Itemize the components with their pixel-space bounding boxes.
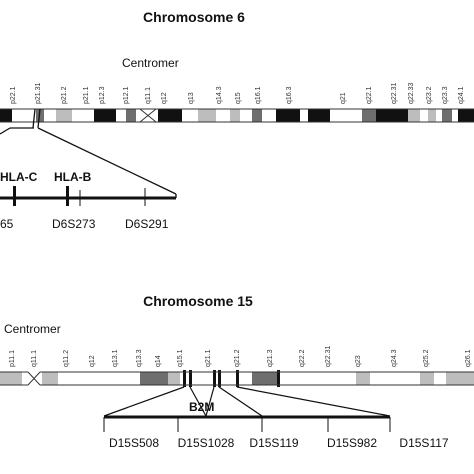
- chr15-segment: [103, 415, 391, 432]
- chr6-band-label: q15: [235, 92, 242, 104]
- chr6-band-label: p21.1: [83, 86, 90, 104]
- chr6-band-label: p12.1: [123, 86, 130, 104]
- chr6-band-label: q22.33: [408, 82, 415, 104]
- chr15-marker-label: D15S1028: [178, 436, 235, 450]
- chr15-zoom-lines: [103, 386, 391, 417]
- chr6-band-label: q14.3: [216, 86, 223, 104]
- chr6-band-label: p21.31: [35, 82, 42, 104]
- chr15-band-label: q21.2: [234, 349, 241, 367]
- chr6-marker-label: D6S273: [52, 217, 96, 231]
- chr6-band-label: q22.1: [366, 86, 373, 104]
- chr6-title: Chromosome 6: [143, 9, 245, 25]
- chr6-band-label: q23.3: [442, 86, 449, 104]
- chr6-marker-label: D6S291: [125, 217, 169, 231]
- chr15-band-label: q22.31: [325, 345, 332, 367]
- chr15-band-label: q26.1: [465, 349, 472, 367]
- chr6-gene-label-hla-b: HLA-B: [54, 170, 92, 184]
- chr15-band-label: q21.1: [205, 349, 212, 367]
- chr6-band-label: q23.2: [426, 86, 433, 104]
- chr15-band-label: p11.1: [9, 350, 16, 367]
- chr15-gene-label-b2m: B2M: [189, 400, 214, 414]
- chr6-band-label: q11.1: [145, 87, 152, 104]
- chr6-band-label: p21.2: [61, 86, 68, 104]
- chr6-band-label: q16.3: [286, 86, 293, 104]
- chr15-marker-label: D15S117: [399, 436, 448, 450]
- chr15-marker-label: D15S508: [109, 436, 159, 450]
- chr15-band-label: q14: [155, 355, 162, 367]
- chr15-band-label: q22.2: [299, 349, 306, 367]
- chr6-gene-tick: [13, 186, 16, 206]
- chr6-band-labels: p22.1 p21.31 p21.2 p21.1 p12.3 p12.1 q11…: [10, 82, 465, 104]
- chr15-marker-label: D15S982: [327, 436, 377, 450]
- chr6-gene-label-hla-c: HLA-C: [0, 170, 38, 184]
- chr15-title: Chromosome 15: [143, 293, 253, 309]
- chr15-band-label: q25.2: [423, 349, 430, 367]
- chr15-centromere-label: Centromer: [4, 322, 61, 336]
- chr6-centromere-label: Centromer: [122, 56, 179, 70]
- chr15-band-label: q15.1: [177, 349, 184, 367]
- chr15-band-label: q11.1: [31, 350, 38, 367]
- chr6-ideogram: [0, 108, 474, 123]
- chr6-band-label: q12: [161, 92, 168, 104]
- chr6-band-label: q21: [340, 92, 347, 104]
- chr6-band-label: q16.1: [255, 86, 262, 104]
- chr6-zoom-lines: [0, 108, 177, 198]
- chr6-band-label: q13: [188, 92, 195, 104]
- chr15-band-label: q13.1: [112, 349, 119, 367]
- chr15-band-label: q24.3: [391, 349, 398, 367]
- chr6-band-label: p12.3: [99, 86, 106, 104]
- chr6-band-label: p22.1: [10, 86, 17, 104]
- chr15-band-labels: p11.1 q11.1 q11.2 q12 q13.1 q13.3 q14 q1…: [9, 345, 472, 367]
- chr6-segment: [0, 186, 176, 206]
- chr15-band-label: q21.3: [267, 349, 274, 367]
- chr15-band-label: q23: [355, 355, 362, 367]
- chr6-band-label: q22.31: [391, 82, 398, 104]
- chr15-ideogram: [0, 370, 474, 387]
- chr6-band-label: q24.1: [458, 86, 465, 104]
- chr15-band-label: q12: [89, 355, 96, 367]
- chr15-band-label: q13.3: [136, 349, 143, 367]
- chr15-marker-label: D15S119: [249, 436, 298, 450]
- chr6-marker-label: 65: [0, 217, 14, 231]
- chr6-gene-tick: [66, 186, 69, 206]
- chr15-band-label: q11.2: [63, 350, 70, 367]
